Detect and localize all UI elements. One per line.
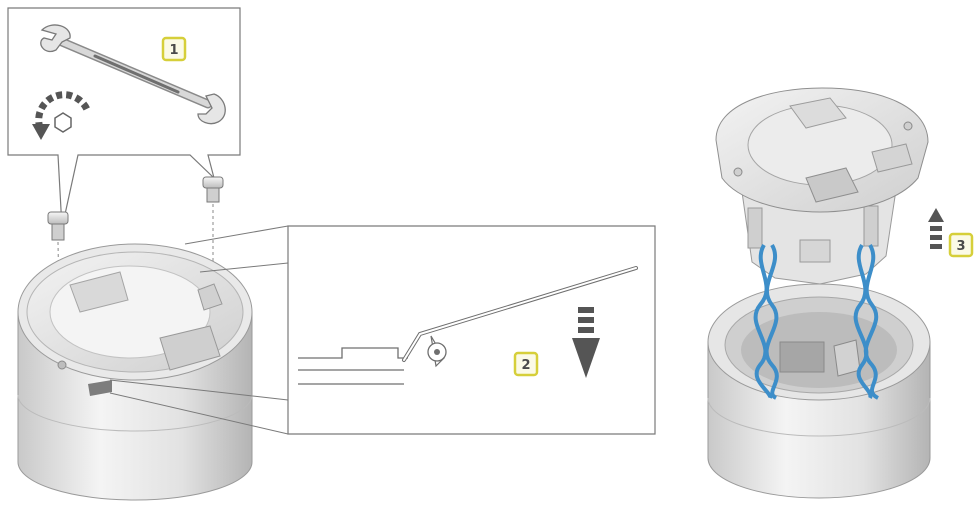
zoom-line-top	[184, 225, 289, 245]
wrench-icon	[40, 24, 226, 125]
step-2-badge: 2	[513, 351, 539, 377]
callout-frame	[7, 7, 241, 229]
connection-cables	[753, 243, 880, 400]
zoom-line-low	[109, 379, 289, 401]
detail-frame	[287, 225, 656, 435]
arrow-up-icon	[928, 208, 944, 249]
ground-luminaire-removed	[707, 87, 931, 499]
step-1-number: 1	[169, 43, 178, 58]
rotate-counterclockwise-icon	[32, 91, 92, 140]
zoom-line-bottom	[109, 392, 289, 435]
step-3-number: 3	[956, 239, 965, 254]
hex-nut-icon	[54, 112, 72, 133]
zoom-line-mid	[199, 262, 289, 273]
step-2-number: 2	[521, 358, 530, 373]
ground-luminaire-installed	[17, 243, 253, 501]
step-2-detail: 2	[287, 225, 656, 435]
step-1-badge: 1	[161, 36, 187, 62]
step-3-badge: 3	[948, 232, 974, 258]
arrow-down-icon	[572, 307, 600, 378]
step-1-callout: 1	[7, 7, 241, 229]
